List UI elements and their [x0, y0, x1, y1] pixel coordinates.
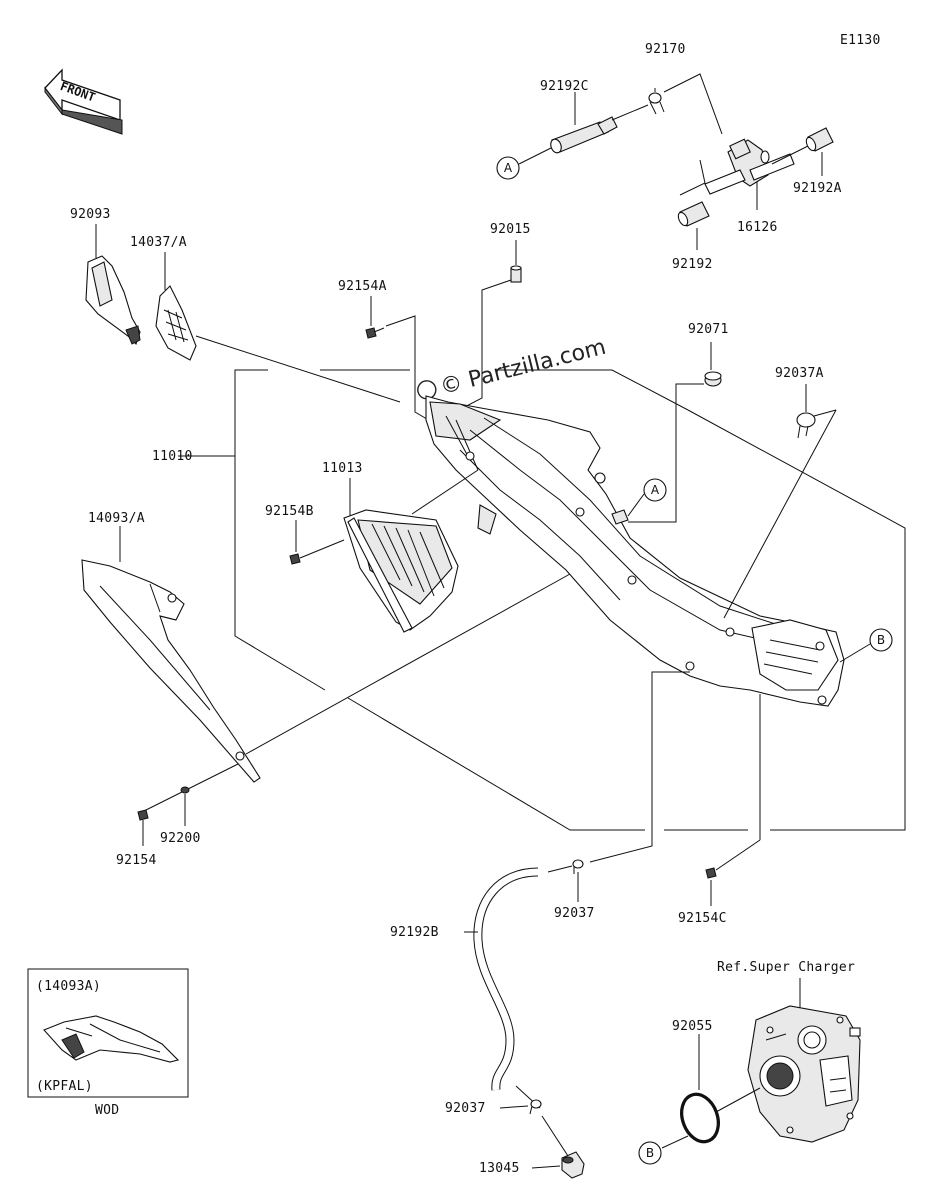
label-92071: 92071 — [688, 322, 729, 337]
label-14093a: 14093/A — [88, 511, 145, 526]
callout-b-bottom — [638, 1141, 662, 1165]
hose-92192 — [677, 201, 710, 227]
label-92192b: 92192B — [390, 925, 439, 940]
clamp-92037a — [796, 412, 816, 439]
callout-a-duct — [643, 478, 667, 502]
inset-cover-14093a — [43, 1015, 180, 1063]
label-92200: 92200 — [160, 831, 201, 846]
drain-hose-92192b — [473, 867, 539, 1091]
label-11013: 11013 — [322, 461, 363, 476]
ref-note: Ref.Super Charger — [717, 960, 855, 975]
screw-92154c — [705, 867, 717, 879]
clamp-92037-bottom — [529, 1099, 542, 1115]
screw-92154a — [365, 327, 385, 339]
label-92037-bottom: 92037 — [445, 1101, 486, 1116]
assembly-outline-11010 — [178, 369, 906, 831]
label-92192a: 92192A — [793, 181, 842, 196]
callout-a-top — [496, 156, 520, 180]
inset-bottom-label: (KPFAL) — [36, 1079, 93, 1094]
label-92192: 92192 — [672, 257, 713, 272]
hose-92192c — [550, 116, 618, 154]
bolt-92015 — [510, 265, 522, 283]
hose-tee-assembly: A — [496, 42, 842, 272]
o-ring-92055 — [680, 1092, 720, 1144]
inset-variant-box: (14093A) (KPFAL) — [27, 968, 189, 1098]
label-92055: 92055 — [672, 1019, 713, 1034]
side-cover-14093 — [81, 559, 261, 783]
label-92154: 92154 — [116, 853, 157, 868]
label-92170: 92170 — [645, 42, 686, 57]
clamp-92170 — [648, 92, 665, 115]
label-92154c: 92154C — [678, 911, 727, 926]
inset-caption: WOD — [95, 1103, 119, 1118]
label-92154a: 92154A — [338, 279, 387, 294]
washer-92200 — [180, 786, 190, 794]
label-14037a: 14037/A — [130, 235, 187, 250]
callout-a-duct-text: A — [651, 483, 660, 497]
callout-b-duct — [869, 628, 893, 652]
label-16126: 16126 — [737, 220, 778, 235]
label-13045: 13045 — [479, 1161, 520, 1176]
label-92015: 92015 — [490, 222, 531, 237]
diagram-code: E1130 — [840, 33, 881, 48]
label-92037-top: 92037 — [554, 906, 595, 921]
label-92154b: 92154B — [265, 504, 314, 519]
cap-13045 — [561, 1151, 585, 1179]
svg-text:© Partzilla.com: © Partzilla.com — [438, 335, 609, 400]
label-11010: 11010 — [152, 449, 193, 464]
grommet-92071 — [704, 371, 722, 387]
label-92192c: 92192C — [540, 79, 589, 94]
label-92093: 92093 — [70, 207, 111, 222]
callout-b-bottom-text: B — [646, 1146, 654, 1160]
hose-92192a — [805, 127, 834, 152]
screw-92154b — [289, 553, 301, 565]
screw-92154 — [137, 809, 149, 821]
air-filter-11013 — [343, 509, 459, 633]
clamp-92037-top — [572, 859, 584, 874]
callout-b-duct-text: B — [877, 633, 885, 647]
bracket-92093 — [85, 255, 141, 346]
air-duct-housing-11010 — [425, 395, 845, 707]
label-92037a: 92037A — [775, 366, 824, 381]
callout-a-top-text: A — [504, 161, 513, 175]
cover-14037 — [155, 285, 197, 361]
front-arrow-icon: FRONT — [44, 68, 123, 135]
super-charger-reference — [747, 1005, 861, 1143]
tee-fitting-16126 — [704, 138, 795, 195]
inset-top-label: (14093A) — [36, 979, 101, 994]
